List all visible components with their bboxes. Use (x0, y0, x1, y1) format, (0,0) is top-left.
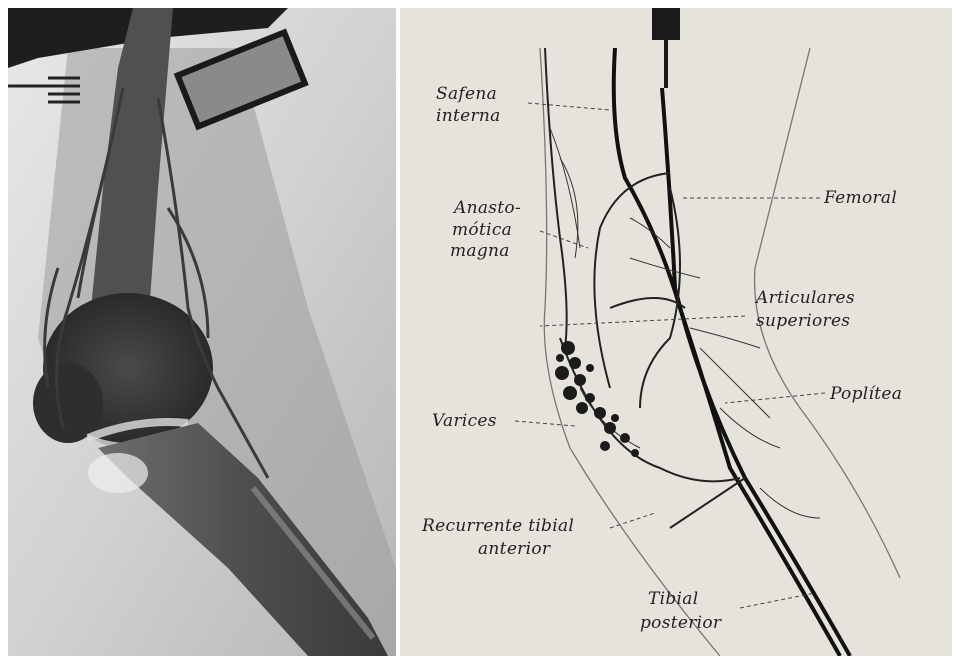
label-recurrente-tibial-line2: anterior (478, 541, 550, 558)
knee-radiograph-panel (8, 8, 396, 656)
label-poplitea: Poplítea (830, 386, 902, 403)
label-anastomotica-line1: Anasto- (454, 200, 521, 217)
label-anastomotica-line3: magna (450, 243, 510, 260)
label-tibial-posterior-line1: Tibial (648, 591, 698, 608)
label-anastomotica-line2: mótica (452, 222, 512, 239)
knee-radiograph-image (8, 8, 396, 656)
label-articulares-line2: superiores (756, 313, 850, 330)
label-recurrente-tibial-line1: Recurrente tibial (422, 518, 574, 535)
label-femoral: Femoral (824, 190, 897, 207)
label-tibial-posterior-line2: posterior (640, 615, 721, 632)
label-safena-interna-line2: interna (436, 108, 501, 125)
label-articulares-line1: Articulares (756, 290, 855, 307)
label-varices: Varices (432, 413, 497, 430)
label-safena-interna-line1: Safena (436, 86, 497, 103)
annotated-vascular-drawing-panel: Safena interna Anasto- mótica magna Femo… (400, 8, 952, 656)
